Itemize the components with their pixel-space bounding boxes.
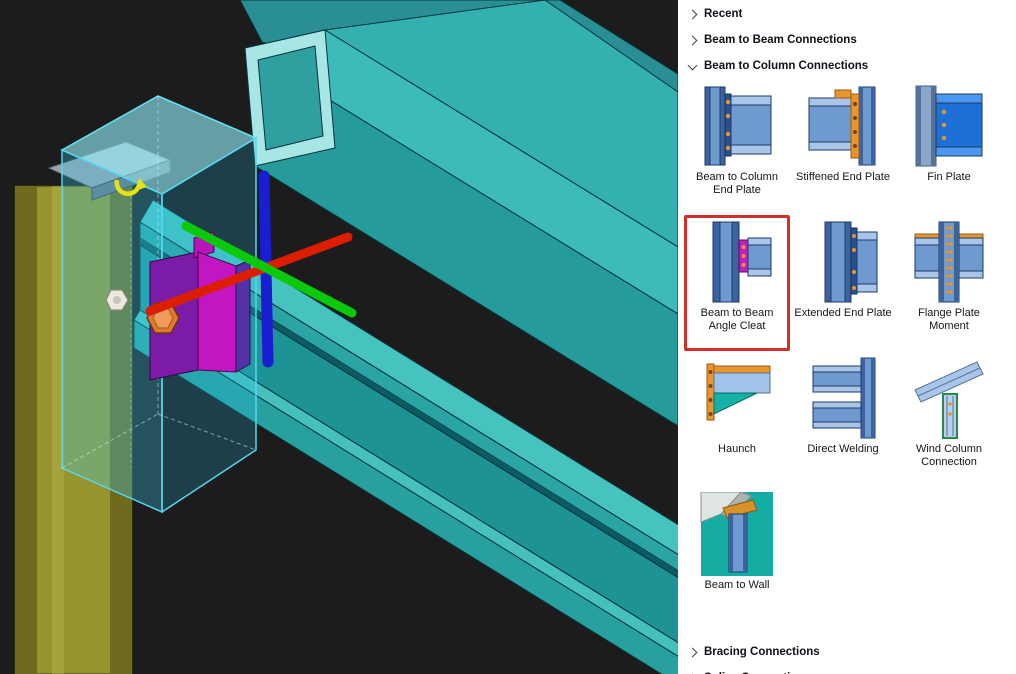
wind-column-connection-thumbnail [914,361,984,439]
section-label: Bracing Connections [704,646,820,658]
haunch-thumbnail [706,363,771,421]
catalog-item-label: Wind Column Connection [915,443,983,469]
section-label: Splice Connections [704,672,811,674]
catalog-item-label: Extended End Plate [794,307,892,319]
direct-welding-thumbnail [812,357,876,439]
chevron-right-icon [687,647,698,657]
beam-to-beam-angle-cleat-thumbnail [712,221,772,303]
section-recent[interactable]: Recent [678,1,1016,27]
hex-nut[interactable] [105,289,129,311]
catalog-item-stiffened-end-plate[interactable]: Stiffened End Plate [790,79,896,215]
section-label: Recent [704,8,743,20]
stiffened-end-plate-thumbnail [808,86,876,166]
section-label: Beam to Beam Connections [704,34,857,46]
section-beam-to-beam-connections[interactable]: Beam to Beam Connections [678,27,1016,53]
section-beam-to-column-connections[interactable]: Beam to Column Connections [678,53,1016,79]
move-axis-x-red[interactable] [145,232,353,316]
catalog-grid: Beam to Column End Plate Stiffened End P… [684,79,1016,623]
beam-to-wall-thumbnail [700,492,773,576]
catalog-item-wind-column-connection[interactable]: Wind Column Connection [896,351,1002,487]
move-axis-y-green[interactable] [181,221,357,318]
chevron-right-icon [687,35,698,45]
catalog-item-label: Flange Plate Moment [918,307,980,333]
chevron-right-icon [687,9,698,19]
3d-scene [14,0,678,674]
catalog-item-flange-plate-moment[interactable]: Flange Plate Moment [896,215,1002,351]
flange-plate-moment-thumbnail [914,221,984,303]
catalog-item-label: Fin Plate [927,171,971,183]
secondary-beam[interactable] [243,0,678,427]
3d-viewport[interactable] [0,0,678,674]
catalog-item-extended-end-plate[interactable]: Extended End Plate [790,215,896,351]
extended-end-plate-thumbnail [824,221,878,303]
section-splice-connections[interactable]: Splice Connections [678,665,1016,674]
section-bracing-connections[interactable]: Bracing Connections [678,639,1016,665]
component-catalog-panel: Recent Beam to Beam Connections Beam to … [678,0,1016,674]
catalog-item-label: Beam to Beam Angle Cleat [700,307,774,333]
catalog-item-fin-plate[interactable]: Fin Plate [896,79,1002,215]
rotation-handle-icon[interactable] [114,178,147,196]
catalog-item-beam-to-wall[interactable]: Beam to Wall [684,487,790,623]
catalog-item-beam-to-column-end-plate[interactable]: Beam to Column End Plate [684,79,790,215]
catalog-item-haunch[interactable]: Haunch [684,351,790,487]
catalog-item-label: Beam to Wall [704,579,770,591]
catalog-item-label: Stiffened End Plate [796,171,890,183]
beam-to-column-end-plate-thumbnail [704,86,772,166]
main-beam[interactable] [133,198,678,674]
catalog-item-beam-to-beam-angle-cleat[interactable]: Beam to Beam Angle Cleat [684,215,790,351]
fin-plate-thumbnail [915,85,983,167]
chevron-down-icon [687,60,698,70]
catalog-item-label: Direct Welding [807,443,879,455]
section-label: Beam to Column Connections [704,60,869,72]
catalog-item-label: Haunch [718,443,756,455]
catalog-item-label: Beam to Column End Plate [696,171,778,197]
catalog-item-direct-welding[interactable]: Direct Welding [790,351,896,487]
